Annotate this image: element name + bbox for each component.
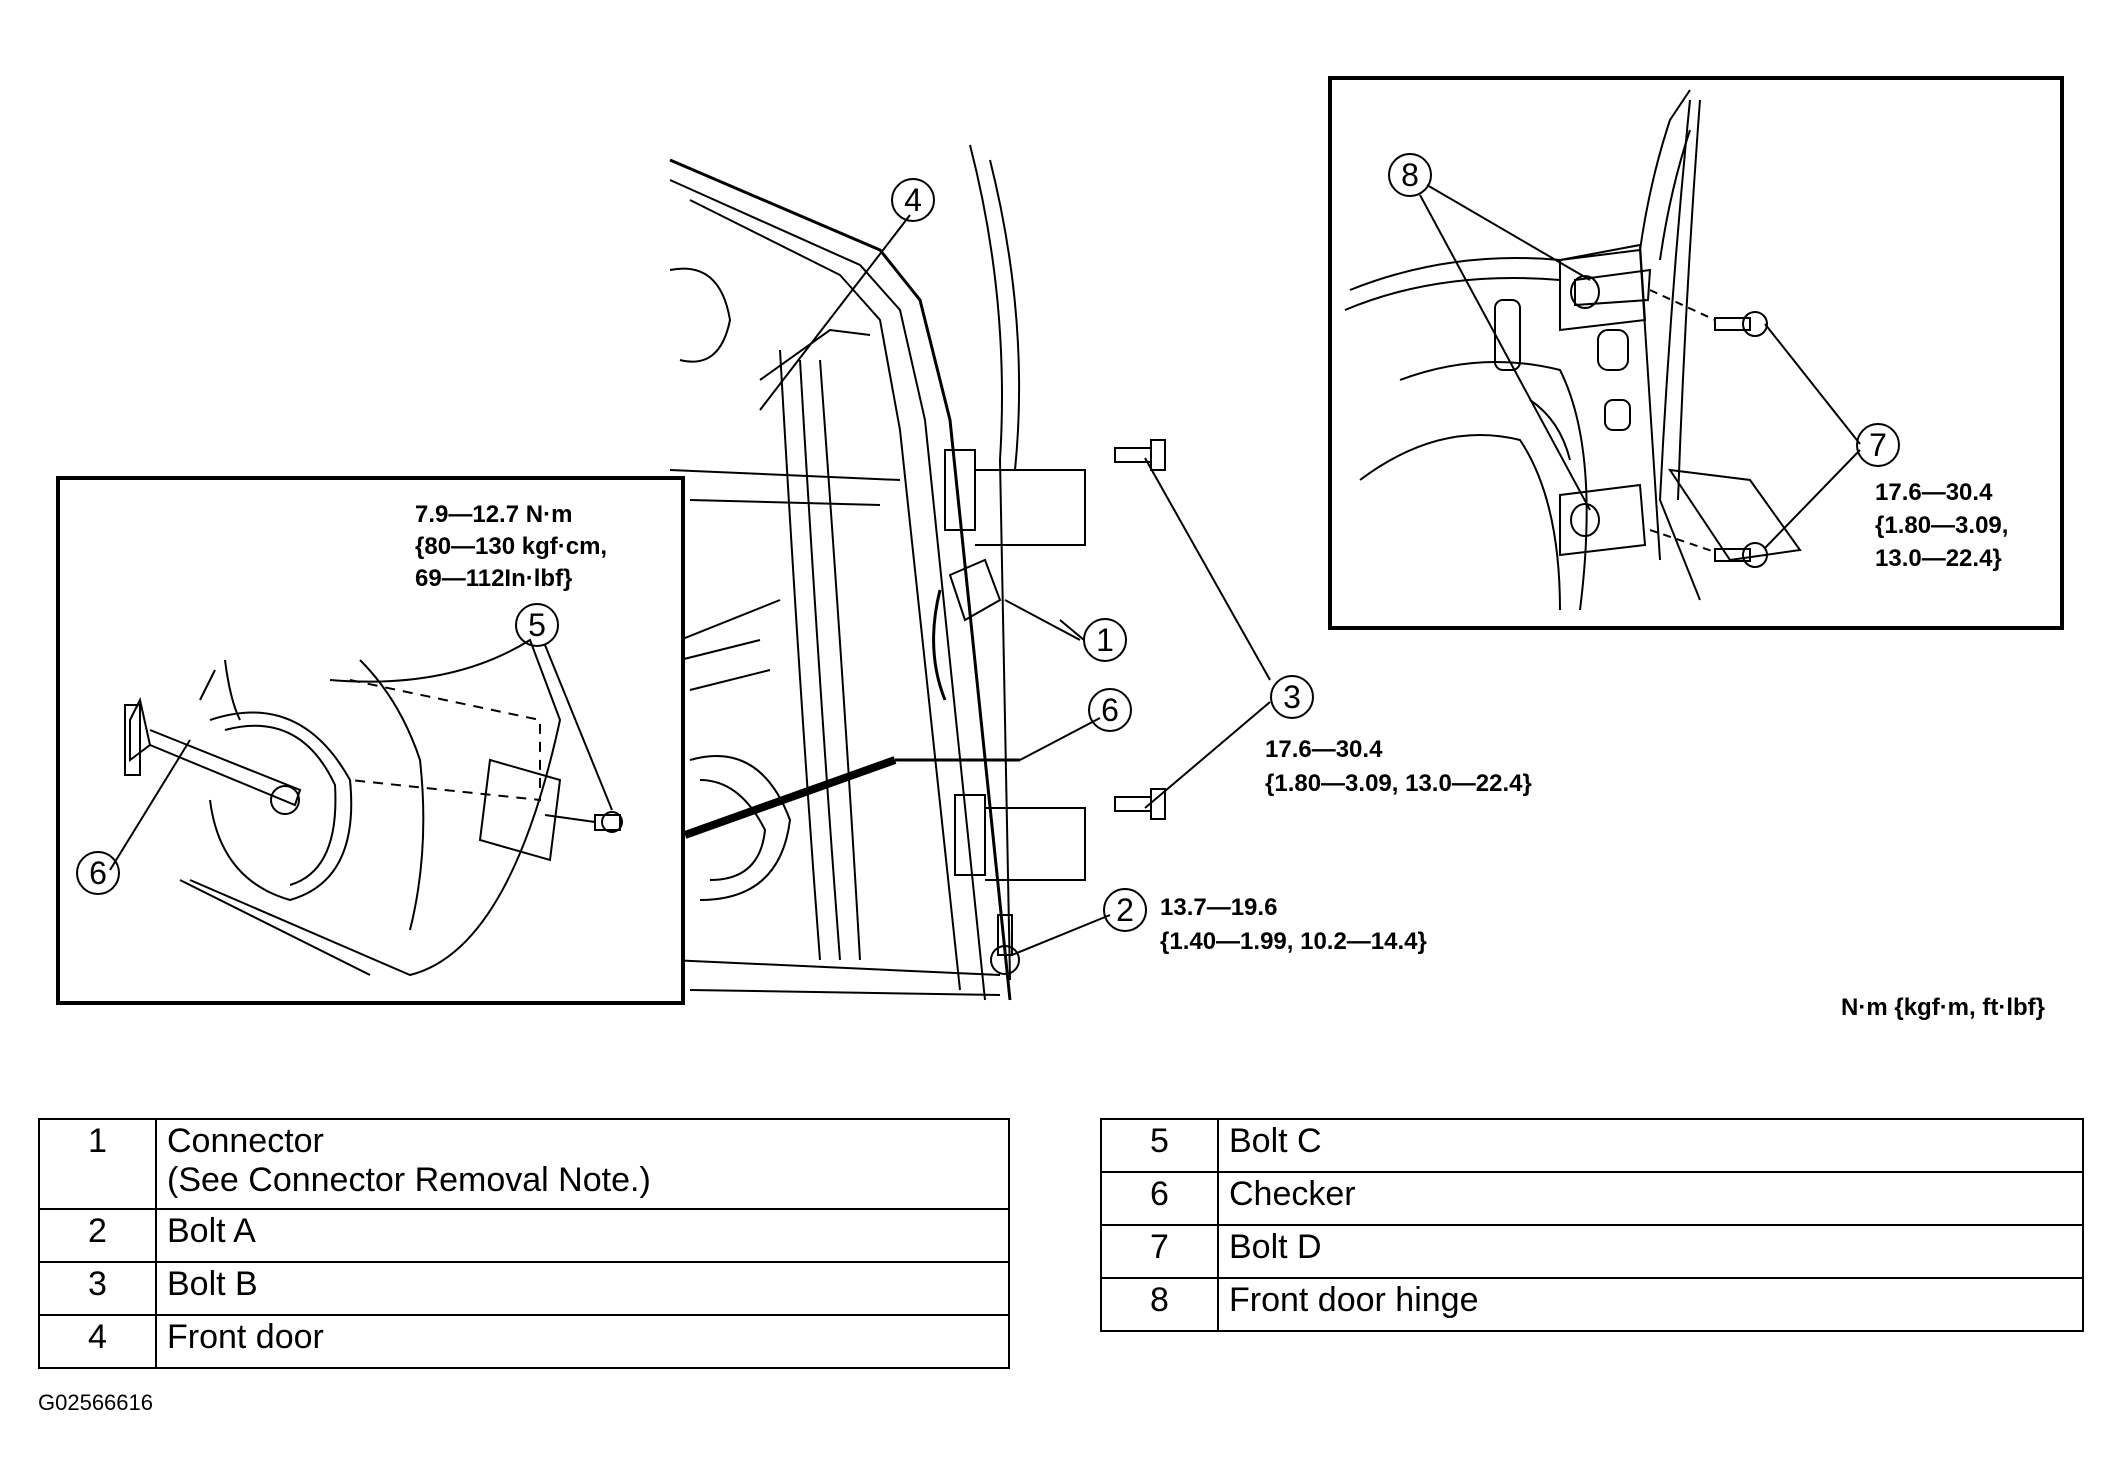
marker-4: 4 xyxy=(891,178,935,222)
marker-8: 8 xyxy=(1388,153,1432,197)
checker-inset: 5 6 7.9—12.7 N·m {80—130 kgf·cm, 69—112I… xyxy=(56,476,685,1005)
legend-label: Bolt C xyxy=(1217,1118,2084,1173)
marker-7: 7 xyxy=(1856,423,1900,467)
legend-label: Checker xyxy=(1217,1171,2084,1226)
legend-num: 5 xyxy=(1100,1118,1219,1173)
marker-4-label: 4 xyxy=(904,182,922,218)
legend-label: Front door xyxy=(155,1314,1010,1369)
marker-5-label: 5 xyxy=(528,607,546,643)
front-door-drawing xyxy=(669,144,1271,1001)
legend-label: Front door hinge xyxy=(1217,1277,2084,1332)
hinge-inset: 8 7 17.6—30.4 {1.80—3.09, 13.0—22.4} xyxy=(1328,76,2064,630)
legend-row: 6 Checker xyxy=(1100,1171,2084,1226)
marker-5: 5 xyxy=(515,603,559,647)
bolt-a-icon xyxy=(990,914,1020,975)
marker-6-inset: 6 xyxy=(76,851,120,895)
bolt-d-torque-line2: {1.80—3.09, xyxy=(1875,512,2008,539)
legend-num: 3 xyxy=(38,1261,157,1316)
legend-row: 5 Bolt C xyxy=(1100,1118,2084,1173)
marker-1: 1 xyxy=(1083,618,1127,662)
legend-row: 7 Bolt D xyxy=(1100,1224,2084,1279)
marker-3-label: 3 xyxy=(1283,679,1301,715)
legend-num: 8 xyxy=(1100,1277,1219,1332)
bolt-c-torque-line2: {80—130 kgf·cm, xyxy=(415,533,607,560)
legend-label-note: (See Connector Removal Note.) xyxy=(167,1161,651,1199)
bolt-d-torque-line3: 13.0—22.4} xyxy=(1875,545,2002,572)
marker-3: 3 xyxy=(1270,675,1314,719)
marker-1-label: 1 xyxy=(1096,622,1114,658)
bolt-b-torque: 17.6—30.4 {1.80—3.09, 13.0—22.4} xyxy=(1265,736,1532,797)
legend-num: 7 xyxy=(1100,1224,1219,1279)
legend-row: 1 Connector (See Connector Removal Note.… xyxy=(38,1118,1010,1210)
legend-table-right: 5 Bolt C 6 Checker 7 Bolt D 8 Front door… xyxy=(1100,1118,2084,1332)
units-note: N·m {kgf·m, ft·lbf} xyxy=(1841,994,2045,1021)
legend-label: Bolt B xyxy=(155,1261,1010,1316)
legend-num: 6 xyxy=(1100,1171,1219,1226)
legend-label-text: Connector xyxy=(167,1122,324,1160)
legend-row: 3 Bolt B xyxy=(38,1261,1010,1316)
bolt-b-upper-icon xyxy=(1114,439,1166,471)
legend-num: 4 xyxy=(38,1314,157,1369)
legend-label: Connector (See Connector Removal Note.) xyxy=(155,1118,1010,1210)
bolt-a-torque: 13.7—19.6 {1.40—1.99, 10.2—14.4} xyxy=(1160,894,1427,955)
legend-label: Bolt D xyxy=(1217,1224,2084,1279)
legend-label: Bolt A xyxy=(155,1208,1010,1263)
marker-2-label: 2 xyxy=(1116,892,1134,928)
bolt-a-torque-line2: {1.40—1.99, 10.2—14.4} xyxy=(1160,928,1427,955)
marker-2: 2 xyxy=(1103,888,1147,932)
bolt-c-torque-line1: 7.9—12.7 N·m xyxy=(415,501,572,528)
bolt-a-torque-line1: 13.7—19.6 xyxy=(1160,894,1277,921)
bolt-b-torque-line1: 17.6—30.4 xyxy=(1265,736,1383,763)
bolt-b-torque-line2: {1.80—3.09, 13.0—22.4} xyxy=(1265,770,1532,797)
marker-6-main-label: 6 xyxy=(1101,692,1119,728)
bolt-c-torque: 7.9—12.7 N·m {80—130 kgf·cm, 69—112In·lb… xyxy=(415,501,614,592)
legend-num: 2 xyxy=(38,1208,157,1263)
legend-num: 1 xyxy=(38,1118,157,1210)
legend-row: 2 Bolt A xyxy=(38,1208,1010,1263)
bolt-b-lower-icon xyxy=(1114,788,1166,820)
marker-6-inset-label: 6 xyxy=(89,855,107,891)
bolt-c-torque-line3: 69—112In·lbf} xyxy=(415,565,572,592)
bolt-d-torque: 17.6—30.4 {1.80—3.09, 13.0—22.4} xyxy=(1875,479,2015,572)
legend-row: 8 Front door hinge xyxy=(1100,1277,2084,1332)
marker-8-label: 8 xyxy=(1401,157,1419,193)
marker-7-label: 7 xyxy=(1869,427,1887,463)
legend-row: 4 Front door xyxy=(38,1314,1010,1369)
bolt-d-torque-line1: 17.6—30.4 xyxy=(1875,479,1993,506)
legend-table-left: 1 Connector (See Connector Removal Note.… xyxy=(38,1118,1010,1369)
figure-id: G02566616 xyxy=(38,1390,153,1415)
marker-6-main: 6 xyxy=(1088,688,1132,732)
bolt-d-upper-icon xyxy=(1714,311,1768,337)
bolt-d-lower-icon xyxy=(1714,542,1768,568)
